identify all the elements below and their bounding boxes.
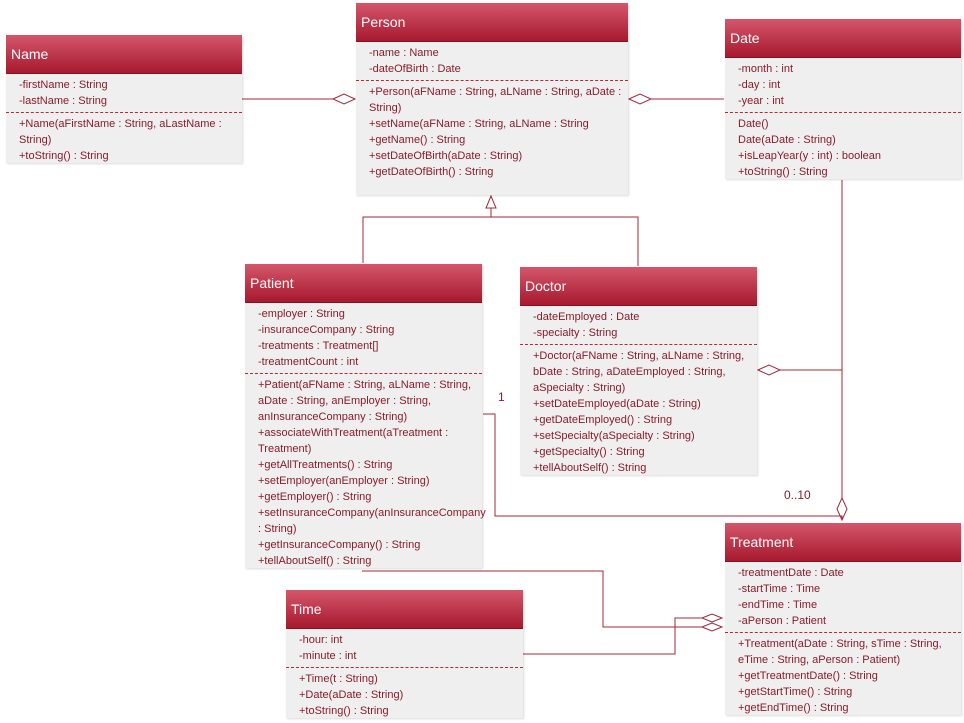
method-line: +toString() : String bbox=[19, 150, 109, 162]
method-line: +getEmployer() : String bbox=[258, 491, 372, 503]
name-attributes: -firstName : String -lastName : String bbox=[6, 74, 242, 112]
section-divider bbox=[6, 112, 242, 113]
attribute-line: -hour: int bbox=[299, 634, 343, 646]
attribute-line: -year : int bbox=[738, 95, 784, 107]
method-line: +setInsuranceCompany(anInsuranceCompany … bbox=[258, 507, 486, 535]
attribute-line: -employer : String bbox=[258, 308, 345, 320]
attribute-line: -aPerson : Patient bbox=[738, 615, 827, 627]
name-methods: +Name(aFirstName : String, aLastName : S… bbox=[6, 113, 242, 167]
name-class-title: Name bbox=[6, 35, 242, 74]
attribute-line: -name : Name bbox=[369, 47, 439, 59]
method-line: Date(aDate : String) bbox=[738, 134, 836, 146]
attribute-line: -firstName : String bbox=[19, 79, 108, 91]
date-attributes: -month : int -day : int -year : int bbox=[725, 58, 961, 112]
attribute-line: -startTime : Time bbox=[738, 583, 821, 595]
attribute-line: -minute : int bbox=[299, 650, 357, 662]
method-line: +getAllTreatments() : String bbox=[258, 459, 393, 471]
patient-multiplicity: 1 bbox=[498, 390, 505, 404]
method-line: +Doctor(aFName : String, aLName : String… bbox=[533, 350, 745, 394]
method-line: +getInsuranceCompany() : String bbox=[258, 539, 421, 551]
aggregation-diamond-icon bbox=[331, 93, 357, 105]
method-line: +associateWithTreatment(aTreatment : Tre… bbox=[258, 427, 449, 455]
attribute-line: -treatments : Treatment[] bbox=[258, 340, 379, 352]
section-divider bbox=[245, 373, 482, 374]
section-divider bbox=[356, 80, 628, 81]
class-patient[interactable]: Patient -employer : String -insuranceCompa… bbox=[245, 264, 486, 568]
method-line: +setSpecialty(aSpecialty : String) bbox=[533, 430, 695, 442]
date-methods: Date() Date(aDate : String) +isLeapYear(y … bbox=[725, 113, 961, 183]
method-line: +tellAboutSelf() : String bbox=[258, 555, 372, 567]
attribute-line: -day : int bbox=[738, 79, 781, 91]
attribute-line: -insuranceCompany : String bbox=[258, 324, 395, 336]
method-line: +getStartTime() : String bbox=[738, 686, 853, 698]
generalization-triangle-icon bbox=[485, 194, 497, 209]
method-line: +getDateOfBirth() : String bbox=[369, 166, 494, 178]
time-attributes: -hour: int -minute : int bbox=[286, 629, 523, 667]
attribute-line: -specialty : String bbox=[533, 327, 618, 339]
method-line: +getEndTime() : String bbox=[738, 702, 849, 714]
patient-treatment-link bbox=[483, 413, 843, 520]
class-time[interactable]: Time -hour: int -minute : int +Time(t : Str… bbox=[286, 590, 523, 718]
method-line: +setName(aFName : String, aLName : Strin… bbox=[369, 118, 589, 130]
doctor-attributes: -dateEmployed : Date -specialty : String bbox=[520, 306, 757, 344]
method-line: +getName() : String bbox=[369, 134, 466, 146]
patient-class-title: Patient bbox=[245, 264, 482, 303]
aggregation-diamond-icon bbox=[756, 364, 782, 376]
method-line: +setEmployer(anEmployer : String) bbox=[258, 475, 430, 487]
aggregation-diamond-icon bbox=[627, 93, 653, 105]
class-name[interactable]: Name -firstName : String -lastName : Strin… bbox=[6, 35, 242, 163]
treatment-class-title: Treatment bbox=[725, 523, 961, 562]
method-line: +getTreatmentDate() : String bbox=[738, 670, 878, 682]
doctor-methods: +Doctor(aFName : String, aLName : String… bbox=[520, 345, 757, 479]
method-line: +Treatment(aDate : String, sTime : Strin… bbox=[738, 638, 942, 666]
method-line: +toString() : String bbox=[738, 166, 828, 178]
method-line: +toString() : String bbox=[299, 705, 389, 717]
method-line: +Date(aDate : String) bbox=[299, 689, 404, 701]
time-treatment-link bbox=[523, 617, 702, 655]
patient-attributes: -employer : String -insuranceCompany : St… bbox=[245, 303, 482, 373]
section-divider bbox=[725, 632, 961, 633]
class-person[interactable]: Person -name : Name -dateOfBirth : Date +Pe… bbox=[356, 3, 628, 195]
time-methods: +Time(t : String) +Date(aDate : String) +t… bbox=[286, 668, 523, 722]
method-line: +getDateEmployed() : String bbox=[533, 414, 673, 426]
method-line: +Time(t : String) bbox=[299, 673, 378, 685]
method-line: +isLeapYear(y : int) : boolean bbox=[738, 150, 881, 162]
method-line: +Name(aFirstName : String, aLastName : S… bbox=[19, 118, 222, 146]
attribute-line: -lastName : String bbox=[19, 95, 108, 107]
aggregation-diamond-icon bbox=[700, 622, 724, 632]
treatment-multiplicity: 0..10 bbox=[784, 488, 811, 502]
method-line: +tellAboutSelf() : String bbox=[533, 462, 647, 474]
attribute-line: -endTime : Time bbox=[738, 599, 818, 611]
time-class-title: Time bbox=[286, 590, 523, 629]
generalization-line bbox=[362, 216, 639, 266]
doctor-class-title: Doctor bbox=[520, 267, 757, 306]
method-line: +setDateOfBirth(aDate : String) bbox=[369, 150, 523, 162]
attribute-line: -dateOfBirth : Date bbox=[369, 63, 461, 75]
method-line: +Person(aFName : String, aLName : String… bbox=[369, 86, 622, 114]
aggregation-diamond-icon bbox=[700, 613, 724, 623]
section-divider bbox=[520, 344, 757, 345]
patient-methods: +Patient(aFName : String, aLName : Strin… bbox=[245, 374, 486, 572]
person-attributes: -name : Name -dateOfBirth : Date bbox=[356, 42, 628, 80]
section-divider bbox=[725, 112, 961, 113]
treatment-methods: +Treatment(aDate : String, sTime : Strin… bbox=[725, 633, 961, 719]
treatment-attributes: -treatmentDate : Date -startTime : Time -e… bbox=[725, 562, 961, 632]
person-methods: +Person(aFName : String, aLName : String… bbox=[356, 81, 628, 183]
attribute-line: -month : int bbox=[738, 63, 794, 75]
section-divider bbox=[286, 667, 523, 668]
patient-treatment-link-2 bbox=[362, 570, 702, 628]
person-class-title: Person bbox=[356, 3, 628, 42]
method-line: +getSpecialty() : String bbox=[533, 446, 645, 458]
attribute-line: -treatmentCount : int bbox=[258, 356, 359, 368]
date-class-title: Date bbox=[725, 19, 961, 58]
class-doctor[interactable]: Doctor -dateEmployed : Date -specialty : S… bbox=[520, 267, 757, 475]
method-line: +setDateEmployed(aDate : String) bbox=[533, 398, 701, 410]
class-treatment[interactable]: Treatment -treatmentDate : Date -startTime… bbox=[725, 523, 961, 715]
attribute-line: -treatmentDate : Date bbox=[738, 567, 844, 579]
method-line: Date() bbox=[738, 118, 769, 130]
method-line: +Patient(aFName : String, aLName : Strin… bbox=[258, 379, 472, 423]
attribute-line: -dateEmployed : Date bbox=[533, 311, 640, 323]
